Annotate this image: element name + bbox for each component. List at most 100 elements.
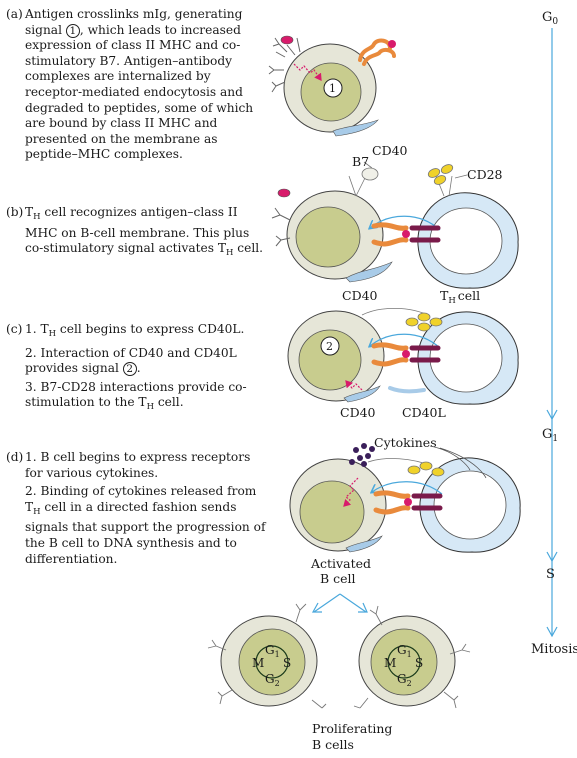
mhc-tcr-complex-icon [373,490,443,515]
cd40-label-a: CD40 [372,143,408,158]
timeline-arrow-mitosis [546,626,558,638]
step-a-text-2: , which leads to increased expression of… [25,22,254,162]
ig-receptor-icon [268,37,288,93]
text-frag: 2. Interaction of CD40 and CD40L provide… [25,345,237,376]
text-frag: cell recognizes antigen–class II MHC on … [25,205,250,256]
text-frag: cell in a directed fashion sends signals… [25,499,266,566]
cell-cycle-timeline: G0 G1 S Mitosis [531,10,577,657]
text-frag: . [136,361,141,376]
proliferating-label-1: Proliferating [312,721,392,736]
prolif-receptors-icon [207,603,471,709]
text-frag: T [25,205,34,219]
cytokine-release-arrow [429,445,487,479]
signal-2-arrow [345,380,363,391]
cytokine-cluster-icon [349,443,375,467]
cd28-label: CD28 [467,167,503,182]
signal-2-circle [320,336,340,356]
panel-a-b-cell: 1 CD40 [268,35,408,158]
subscript: H [48,329,57,339]
antigen-icon [277,188,291,198]
cycle-g1: G1 [265,643,280,659]
b-cell-nucleus [295,206,361,268]
th-cell-nucleus [429,323,503,393]
step-a-text-1: Antigen crosslinks mIg, generating signa… [25,7,243,37]
cycle-g1: G1 [397,643,412,659]
text-frag: 2. Binding of cytokines released from T [25,484,257,514]
b7-label: B7 [352,154,369,169]
b-cell-nucleus [299,480,365,544]
timeline-g1: G1 [542,427,558,444]
mhc-ii-icon [358,38,396,66]
subscript: H [33,212,41,222]
signal-1-circle [323,78,343,98]
subscript: H [225,248,234,259]
proliferating-b-cell-right: G1 S G2 M [358,615,456,707]
text-frag: 1. T [25,322,49,336]
signal-2-marker: 2 [122,362,137,377]
step-a: (a) Antigen crosslinks mIg, generating s… [6,7,268,163]
b7-cd28-bridge-icon [367,458,445,477]
b7-ligand-icon [348,161,379,197]
b7-cd28-bridge-icon [361,308,443,332]
cd40-label-c: CD40 [340,405,376,420]
timeline-arrow-s [546,551,558,563]
step-tag: (d) [6,450,24,464]
step-c-item-3: 3. B7-CD28 interactions provide co-stimu… [25,380,268,416]
division-arrows [313,593,367,613]
subscript: H [33,506,41,517]
timeline-mitosis: Mitosis [531,642,577,657]
activated-b-cell-label-1: Activated [310,556,371,571]
step-d-item-2: 2. Binding of cytokines released from TH… [25,484,268,567]
signal-arrow-cytokine [343,477,359,507]
cycle-ring [387,645,421,679]
step-tag: (c) [6,322,23,336]
antigen-icon [280,35,294,45]
cd40-receptor-icon [343,385,381,403]
timeline-g0: G0 [542,10,558,27]
th-cell-nucleus [433,470,507,540]
step-c-item-2: 2. Interaction of CD40 and CD40L provide… [25,346,268,377]
signal-arrow [370,333,441,349]
signal-2-label: 2 [326,340,333,353]
cd40-label-b: CD40 [342,288,378,303]
cd28-icon [427,164,468,197]
b-cell-nucleus [370,628,438,696]
cd40-receptor-icon [345,261,393,283]
step-a-text: Antigen crosslinks mIg, generating signa… [6,7,268,163]
b-cell-nucleus [238,628,306,696]
panel-c: 2 CD40 CD40L [287,308,519,420]
step-b: (b) TH cell recognizes antigen–class II … [6,205,268,262]
step-c-item-1: 1. TH cell begins to express CD40L. [25,322,268,343]
text-frag: cell. [153,395,184,410]
step-b-text: TH cell recognizes antigen–class II MHC … [6,205,268,262]
division-arrow-head-left [311,602,322,613]
text-frag: 3. B7-CD28 interactions provide co-stimu… [25,379,247,410]
cycle-m: M [384,656,396,670]
subscript: H [146,402,154,413]
timeline-s: S [546,567,555,582]
step-tag: (a) [6,7,23,21]
cycle-g2: G2 [265,672,280,688]
signal-1-marker: 1 [65,23,80,38]
mhc-tcr-complex-icon [371,222,441,247]
ig-crosslink-icon [286,37,301,56]
th-cell-nucleus [429,207,503,275]
mhc-tcr-complex-icon [371,342,441,367]
text-frag: cell begins to express CD40L. [56,322,245,336]
step-tag: (b) [6,205,24,219]
division-arrow-head-right [358,602,368,613]
signal-arrow [372,481,443,495]
step-c-text: 1. TH cell begins to express CD40L. 2. I… [6,322,268,416]
ig-receptor-icon [271,207,291,247]
cytokine-receptor-icon [345,535,383,553]
peptide-icon [388,40,396,48]
step-c: (c) 1. TH cell begins to express CD40L. … [6,322,268,419]
timeline-arrow-g1 [546,409,558,421]
cycle-m: M [252,656,264,670]
cd40l-label: CD40L [402,405,446,420]
cycle-ring [255,645,289,679]
step-d-item-1: 1. B cell begins to express receptors fo… [25,450,251,480]
signal-1-label: 1 [329,82,336,95]
proliferating-b-cell-left: G1 S G2 M [220,615,318,707]
